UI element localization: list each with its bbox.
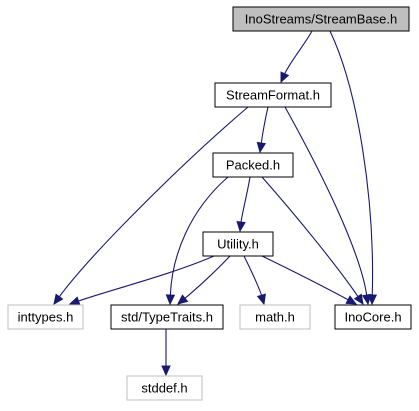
node-box (7, 304, 84, 330)
node-utility[interactable]: Utility.h (202, 231, 274, 257)
edge-line (184, 255, 231, 299)
node-inocore[interactable]: InoCore.h (334, 304, 412, 330)
edge-line (169, 176, 229, 296)
node-streambase[interactable]: InoStreams/StreamBase.h (232, 6, 410, 32)
arrow-head (256, 141, 267, 154)
node-packed[interactable]: Packed.h (212, 152, 294, 178)
arrow-head (353, 293, 364, 306)
edge-streamformat-to-inocore (284, 106, 372, 306)
arrow-head (68, 296, 81, 306)
node-typetraits[interactable]: std/TypeTraits.h (110, 304, 224, 330)
arrow-head (53, 293, 64, 305)
edge-streamformat-to-inttypes (53, 106, 249, 305)
edge-line (260, 106, 269, 144)
node-label: inttypes.h (18, 310, 74, 325)
node-label: std/TypeTraits.h (121, 310, 213, 325)
arrow-head (345, 295, 358, 305)
edge-streambase-to-inocore (329, 30, 378, 306)
node-box (126, 375, 203, 401)
node-box (202, 231, 274, 257)
node-label: math.h (255, 310, 295, 325)
edge-utility-to-typetraits (177, 255, 231, 305)
edge-line (261, 255, 349, 301)
nodes-layer: InoStreams/StreamBase.hStreamFormat.hPac… (7, 6, 412, 401)
arrow-head (361, 293, 372, 306)
edge-packed-to-typetraits (165, 176, 229, 306)
node-streamformat[interactable]: StreamFormat.h (214, 82, 332, 108)
edge-line (243, 255, 263, 296)
arrow-head (236, 221, 246, 233)
edge-line (78, 255, 215, 302)
edge-packed-to-inocore (261, 176, 364, 306)
node-label: Utility.h (217, 237, 259, 252)
node-box (334, 304, 412, 330)
node-math: math.h (239, 304, 311, 330)
edge-utility-to-inttypes (68, 255, 215, 306)
edge-streambase-to-streamformat (280, 30, 313, 84)
node-box (214, 82, 332, 108)
edge-streamformat-to-packed (256, 106, 269, 154)
edge-line (240, 176, 251, 223)
edge-typetraits-to-stddef (161, 329, 171, 377)
edge-packed-to-utility (236, 176, 251, 233)
node-label: stddef.h (141, 381, 187, 396)
arrow-head (165, 294, 176, 306)
node-box (110, 304, 224, 330)
node-label: InoStreams/StreamBase.h (245, 12, 397, 27)
node-stddef: stddef.h (126, 375, 203, 401)
node-box (232, 6, 410, 32)
arrow-head (177, 294, 189, 305)
edge-line (284, 106, 368, 296)
arrow-head (256, 293, 266, 306)
edge-line (284, 30, 313, 75)
edges-layer (53, 30, 378, 377)
arrow-head (161, 365, 171, 377)
node-label: StreamFormat.h (226, 88, 320, 103)
edge-line (261, 176, 359, 297)
node-label: Packed.h (226, 158, 280, 173)
edge-line (329, 30, 374, 296)
edge-line (58, 106, 249, 298)
edge-utility-to-inocore (261, 255, 358, 305)
node-label: InoCore.h (344, 310, 401, 325)
node-inttypes: inttypes.h (7, 304, 84, 330)
node-box (212, 152, 294, 178)
node-box (239, 304, 311, 330)
arrow-head (280, 71, 290, 84)
edge-utility-to-math (243, 255, 266, 306)
